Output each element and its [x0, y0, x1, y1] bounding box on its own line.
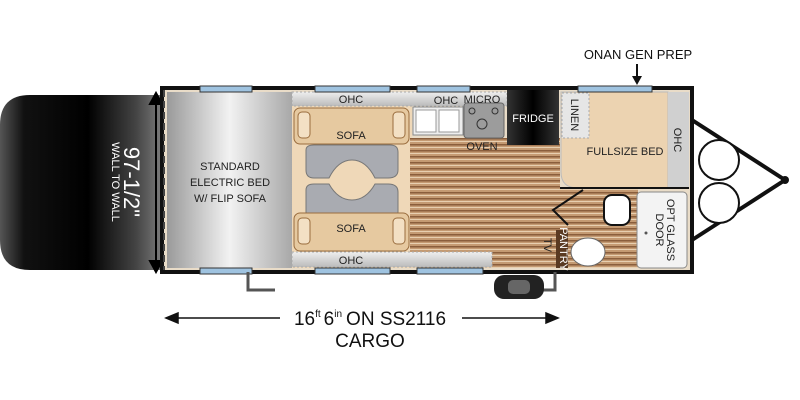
spare-tire-icon	[698, 182, 740, 224]
micro-label: MICRO	[464, 94, 501, 106]
table-top	[305, 144, 399, 179]
cargo-dimension-arrow	[164, 311, 560, 325]
sink	[412, 106, 464, 136]
generator-label: ONAN GEN PREP	[584, 47, 692, 62]
bathroom-door[interactable]	[551, 189, 584, 226]
rear-bed-label: W/ FLIP SOFA	[194, 193, 267, 205]
ohc-bottom-label: OHC	[339, 255, 364, 267]
cargo-caption: CARGO	[335, 331, 405, 352]
oven-label: OVEN	[466, 141, 497, 153]
width-dimension-text: 97-1/2"	[119, 147, 144, 217]
width-dimension-arrow	[148, 90, 164, 275]
ohc-kitchen-label: OHC	[434, 95, 459, 107]
shower-label-2: DOOR	[653, 214, 665, 247]
linen-cabinet	[561, 92, 590, 139]
wood-floor	[410, 138, 560, 268]
ohc-top-label: OHC	[339, 94, 364, 106]
hitch-tongue	[690, 118, 789, 242]
linen-label: LINEN	[568, 99, 580, 131]
fridge	[507, 90, 559, 145]
pantry-label: PANTRY	[557, 227, 569, 271]
tv-label: TV	[541, 238, 553, 253]
fullsize-bed-label: FULLSIZE BED	[586, 146, 663, 158]
shower-label-1: OPT GLASS	[664, 199, 676, 261]
shower	[636, 191, 688, 269]
toilet	[603, 194, 631, 226]
bathroom-sink	[570, 237, 606, 267]
ohc-bottom-cabinet	[291, 251, 493, 268]
entry-step-rear	[246, 272, 275, 292]
rear-ramp-door	[0, 95, 160, 270]
windows	[199, 85, 653, 275]
width-note-text: WALL TO WALL	[109, 142, 121, 222]
ohc-front-label: OHC	[671, 128, 683, 153]
sofa-bottom: SOFA	[293, 212, 410, 252]
sofa-top: SOFA	[293, 107, 410, 145]
spare-tire-icon	[698, 139, 740, 181]
rear-bed-label: STANDARD	[200, 161, 260, 173]
rear-bed-label: ELECTRIC BED	[190, 177, 270, 189]
stove-oven	[463, 102, 505, 139]
svg-text:SOFA: SOFA	[336, 130, 366, 142]
generator-arrow	[632, 64, 642, 85]
ohc-front-cabinet	[668, 92, 689, 188]
rear-electric-bed	[167, 92, 292, 268]
fridge-label: FRIDGE	[512, 113, 554, 125]
svg-text:SOFA: SOFA	[336, 223, 366, 235]
pantry	[556, 230, 568, 268]
